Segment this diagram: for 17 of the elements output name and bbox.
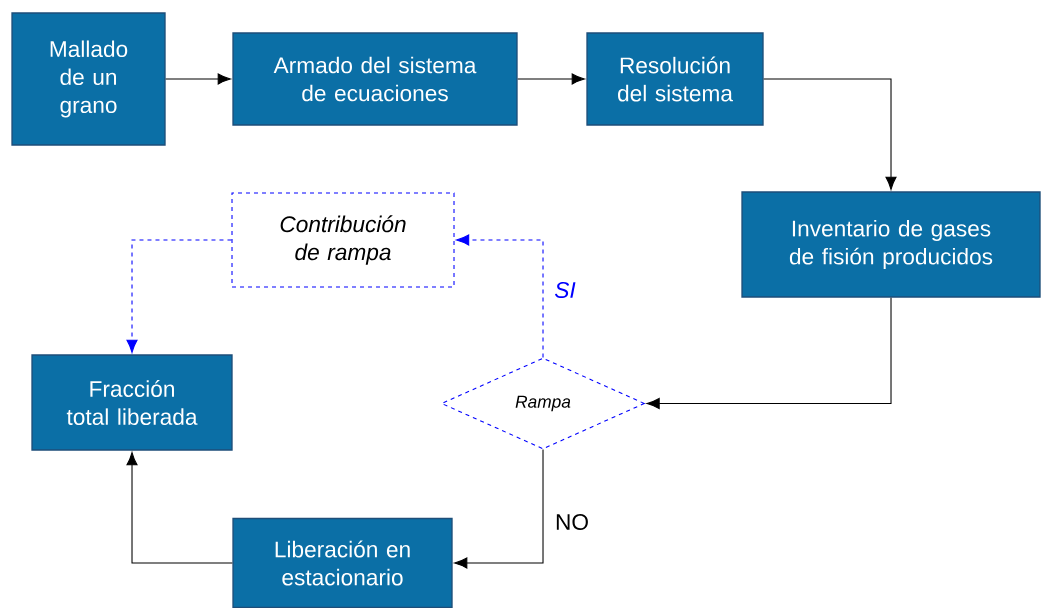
arrow (126, 452, 233, 564)
process-box: Resolución del sistema (586, 32, 764, 126)
process-box: Armado del sistema de ecuaciones (232, 32, 518, 126)
dashed-box: Contribución de rampa (231, 192, 455, 288)
arrow (646, 297, 892, 410)
arrow (763, 78, 897, 190)
arrow (165, 73, 231, 85)
process-box: Inventario de gases de fisión producidos (741, 191, 1041, 298)
edge-label: NO (552, 511, 592, 533)
arrow (456, 234, 544, 358)
arrow (126, 239, 232, 353)
arrow (454, 449, 544, 569)
process-box: Liberación en estacionario (232, 517, 453, 608)
arrow (517, 73, 585, 85)
process-box: Mallado de un grano (11, 12, 166, 146)
process-box: Fracción total liberada (31, 354, 233, 451)
edge-label: SI (551, 279, 579, 301)
